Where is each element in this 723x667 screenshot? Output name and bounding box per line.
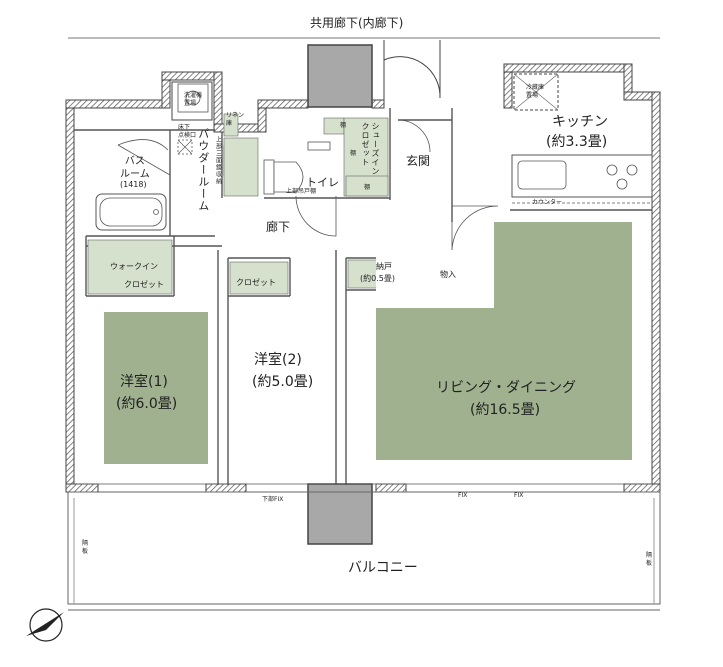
hallway-name: 廊下: [266, 220, 291, 234]
western-room2-size: (約5.0畳): [252, 374, 314, 390]
western-room1-area: [104, 312, 208, 464]
drain-label: 床下 点検口: [178, 124, 197, 139]
closet-label: クロゼット: [236, 278, 276, 287]
powder-cabinet-label: 上部三面鏡収納: [214, 136, 222, 185]
toilet-name: トイレ: [306, 176, 339, 189]
linen-label: リネン 庫: [226, 112, 245, 127]
washing-machine: [177, 83, 209, 113]
bath-door: [117, 139, 171, 176]
nando-label: 納戸: [376, 262, 392, 271]
tana2-label: 棚: [350, 150, 357, 157]
shoes-closet-label: シューズイン クロゼット: [361, 122, 380, 176]
entrance-door: [383, 56, 441, 99]
tana3-label: 棚: [364, 184, 371, 191]
pipe-shaft-top: [307, 44, 373, 108]
western-room1-name: 洋室(1): [120, 374, 168, 390]
exterior-walls: [65, 63, 661, 493]
compass-icon: [26, 608, 64, 642]
monoire-label: 物入: [440, 270, 456, 279]
western-room2-name: 洋室(2): [254, 352, 302, 368]
door-arc-entrance: [397, 119, 431, 153]
tana1-label: 棚: [340, 122, 347, 129]
balcony-name: バルコニー: [348, 560, 418, 576]
drain-hatch: [177, 139, 193, 155]
door-arc-living: [451, 205, 499, 251]
pipe-shaft-bottom: [307, 483, 373, 545]
living-room-size: (約16.5畳): [470, 402, 541, 418]
door-arc-hall: [295, 195, 337, 237]
laundry-label: 洗濯機 置場: [184, 92, 203, 107]
western-room1-size: (約6.0畳): [116, 396, 178, 412]
toilet-bowl: [273, 161, 304, 193]
fix-lower-label: 下部FIX: [262, 496, 284, 503]
bath-size: (1418): [120, 180, 147, 189]
fridge-label: 冷蔵庫 置場: [526, 84, 545, 99]
corridor-label: 共用廊下(内廊下): [310, 16, 404, 30]
walkin-closet-label: クロゼット: [124, 280, 164, 289]
counter-label: カウンター: [532, 199, 563, 206]
nando-size-label: (約0.5畳): [360, 274, 395, 283]
living-room-name: リビング・ダイニング: [436, 380, 576, 396]
bath-name: バス ルーム: [120, 156, 150, 180]
walkin-label: ウォークイン: [110, 262, 158, 271]
balcony-outline: [67, 491, 661, 605]
kitchen-name: キッチン: [552, 114, 608, 130]
kitchen-size: (約3.3畳): [546, 134, 608, 150]
partition-right-label: 隔 板: [646, 552, 653, 567]
fix1-label: FIX: [458, 492, 468, 499]
partition-left-label: 隔 板: [82, 540, 89, 555]
powder-room-name: パウダールーム: [196, 128, 210, 212]
toilet-cabinet-label: 上部吊戸棚: [286, 188, 317, 195]
entrance-name: 玄関: [406, 154, 431, 168]
fix2-label: FIX: [514, 492, 524, 499]
